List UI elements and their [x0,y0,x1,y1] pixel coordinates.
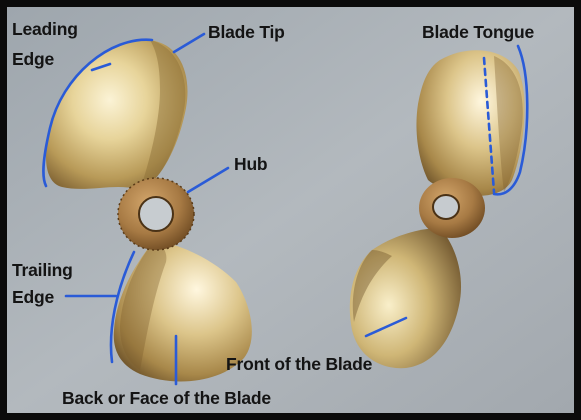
label-trailing-edge-line1: Trailing [12,260,73,280]
label-hub: Hub [234,154,267,174]
label-leading-edge-line1: Leading [12,19,78,39]
label-leading-edge-line2: Edge [12,49,54,69]
label-blade-tip: Blade Tip [208,22,285,42]
label-blade-tongue: Blade Tongue [422,22,534,42]
label-trailing-edge-line2: Edge [12,287,54,307]
label-front-of-blade: Front of the Blade [226,354,373,374]
label-back-or-face-of-blade: Back or Face of the Blade [62,388,271,408]
